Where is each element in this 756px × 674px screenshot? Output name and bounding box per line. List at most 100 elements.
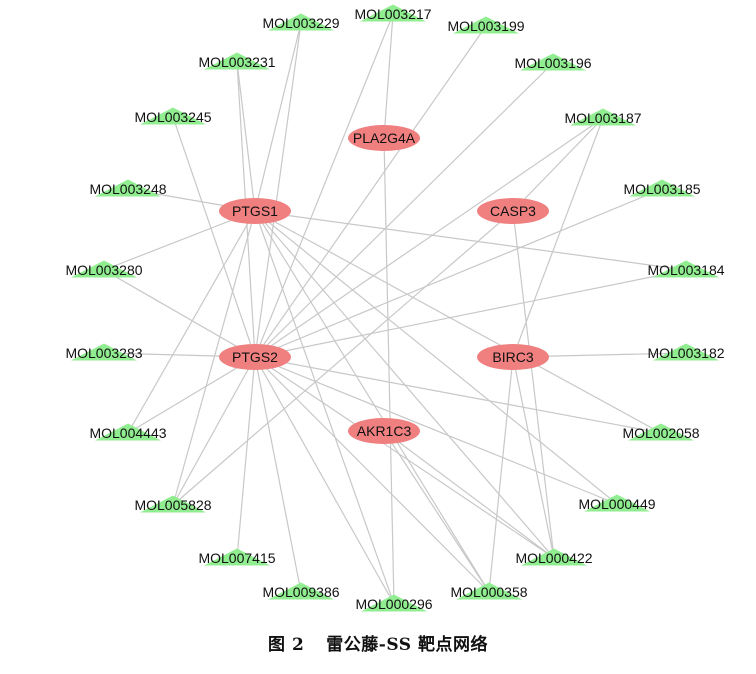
target-ellipse <box>348 125 420 151</box>
compound-node-mol003185[interactable]: MOL003185 <box>623 179 701 198</box>
edge-ptgs1-mol004443 <box>127 210 256 434</box>
compound-label: MOL000449 <box>578 496 655 512</box>
compound-node-mol009386[interactable]: MOL009386 <box>262 582 340 601</box>
compound-node-mol000296[interactable]: MOL000296 <box>355 594 433 613</box>
edge-ptgs1-mol003184 <box>254 210 687 271</box>
compound-node-mol003283[interactable]: MOL003283 <box>65 343 143 362</box>
edge-ptgs2-mol003217 <box>254 13 394 358</box>
target-ellipse <box>477 198 549 224</box>
target-node-pla2g4a[interactable]: PLA2G4A <box>348 125 420 151</box>
compound-triangle <box>268 582 334 600</box>
target-ellipse <box>477 344 549 370</box>
target-ellipse <box>219 344 291 370</box>
compound-triangle <box>71 343 137 361</box>
edge-ptgs1-mol003231 <box>236 61 256 212</box>
compound-node-mol003245[interactable]: MOL003245 <box>134 107 212 126</box>
target-node-ptgs2[interactable]: PTGS2 <box>219 344 291 370</box>
compound-label: MOL003245 <box>134 109 211 125</box>
target-node-casp3[interactable]: CASP3 <box>477 198 549 224</box>
compound-label: MOL003184 <box>647 262 724 278</box>
edges-layer <box>103 13 687 605</box>
compound-node-mol003184[interactable]: MOL003184 <box>647 260 725 279</box>
edge-ptgs2-mol000358 <box>254 356 490 593</box>
compound-node-mol003280[interactable]: MOL003280 <box>65 260 143 279</box>
edge-ptgs1-mol000449 <box>254 210 618 505</box>
compound-node-mol005828[interactable]: MOL005828 <box>134 495 212 514</box>
edge-ptgs2-mol007415 <box>236 356 256 559</box>
compound-label: MOL003280 <box>65 262 142 278</box>
edge-birc3-mol003187 <box>512 117 604 358</box>
compound-node-mol003229[interactable]: MOL003229 <box>262 13 340 32</box>
compound-triangle <box>204 52 270 70</box>
compound-triangle <box>521 548 587 566</box>
compound-node-mol000449[interactable]: MOL000449 <box>578 494 656 513</box>
target-label: PLA2G4A <box>353 130 416 146</box>
edge-ptgs2-mol000296 <box>254 356 395 605</box>
compound-node-mol002058[interactable]: MOL002058 <box>622 423 700 442</box>
compound-triangle <box>628 423 694 441</box>
edge-ptgs2-mol000422 <box>254 356 555 559</box>
compound-label: MOL002058 <box>622 425 699 441</box>
target-label: CASP3 <box>490 203 536 219</box>
compound-triangle <box>95 179 161 197</box>
compound-node-mol003217[interactable]: MOL003217 <box>354 4 432 23</box>
compound-label: MOL000296 <box>355 596 432 612</box>
compound-triangle <box>570 108 636 126</box>
edge-ptgs2-mol003280 <box>103 269 256 358</box>
compound-label: MOL000422 <box>515 550 592 566</box>
edge-ptgs2-mol009386 <box>254 356 302 593</box>
compound-node-mol003199[interactable]: MOL003199 <box>447 16 525 35</box>
compound-triangle <box>360 4 426 22</box>
compound-label: MOL000358 <box>450 584 527 600</box>
compound-node-mol003231[interactable]: MOL003231 <box>198 52 276 71</box>
edge-ptgs2-mol003187 <box>254 117 604 358</box>
compound-triangle <box>140 107 206 125</box>
compound-triangle <box>629 179 695 197</box>
edge-ptgs2-mol003199 <box>254 25 487 358</box>
target-node-akr1c3[interactable]: AKR1C3 <box>348 418 420 444</box>
compound-triangle <box>584 494 650 512</box>
compound-triangle <box>204 548 270 566</box>
compound-triangle <box>653 260 719 278</box>
compound-node-mol004443[interactable]: MOL004443 <box>89 423 167 442</box>
compound-label: MOL003182 <box>647 345 724 361</box>
compound-triangle <box>456 582 522 600</box>
compound-label: MOL003248 <box>89 181 166 197</box>
edge-ptgs1-mol002058 <box>254 210 662 434</box>
compound-node-mol007415[interactable]: MOL007415 <box>198 548 276 567</box>
edge-ptgs1-mol003280 <box>103 210 256 271</box>
target-label: AKR1C3 <box>357 423 412 439</box>
edge-ptgs2-mol004443 <box>127 356 256 434</box>
compound-node-mol003248[interactable]: MOL003248 <box>89 179 167 198</box>
compound-node-mol000422[interactable]: MOL000422 <box>515 548 593 567</box>
edge-pla2g4a-mol003217 <box>383 13 394 139</box>
target-node-birc3[interactable]: BIRC3 <box>477 344 549 370</box>
edge-ptgs1-mol005828 <box>172 210 256 506</box>
edge-ptgs1-mol000358 <box>254 210 490 593</box>
edge-ptgs2-mol005828 <box>172 356 256 506</box>
edge-akr1c3-mol000422 <box>383 430 555 559</box>
compound-node-mol003187[interactable]: MOL003187 <box>564 108 642 127</box>
target-node-ptgs1[interactable]: PTGS1 <box>219 198 291 224</box>
compound-node-mol003196[interactable]: MOL003196 <box>514 53 592 72</box>
compound-node-mol003182[interactable]: MOL003182 <box>647 343 725 362</box>
compound-node-mol000358[interactable]: MOL000358 <box>450 582 528 601</box>
edge-akr1c3-mol000358 <box>383 430 490 593</box>
edge-ptgs2-mol002058 <box>254 356 662 434</box>
edge-birc3-mol000358 <box>488 356 514 593</box>
edge-casp3-mol003187 <box>512 117 604 212</box>
compound-triangle <box>95 423 161 441</box>
compound-triangle <box>653 343 719 361</box>
compound-triangle <box>453 16 519 34</box>
compound-label: MOL004443 <box>89 425 166 441</box>
figure-title: 雷公藤-SS 靶点网络 <box>326 635 488 655</box>
compound-label: MOL005828 <box>134 497 211 513</box>
compound-label: MOL003185 <box>623 181 700 197</box>
edge-casp3-mol000422 <box>512 210 555 559</box>
compound-triangle <box>268 13 334 31</box>
compound-label: MOL003199 <box>447 18 524 34</box>
